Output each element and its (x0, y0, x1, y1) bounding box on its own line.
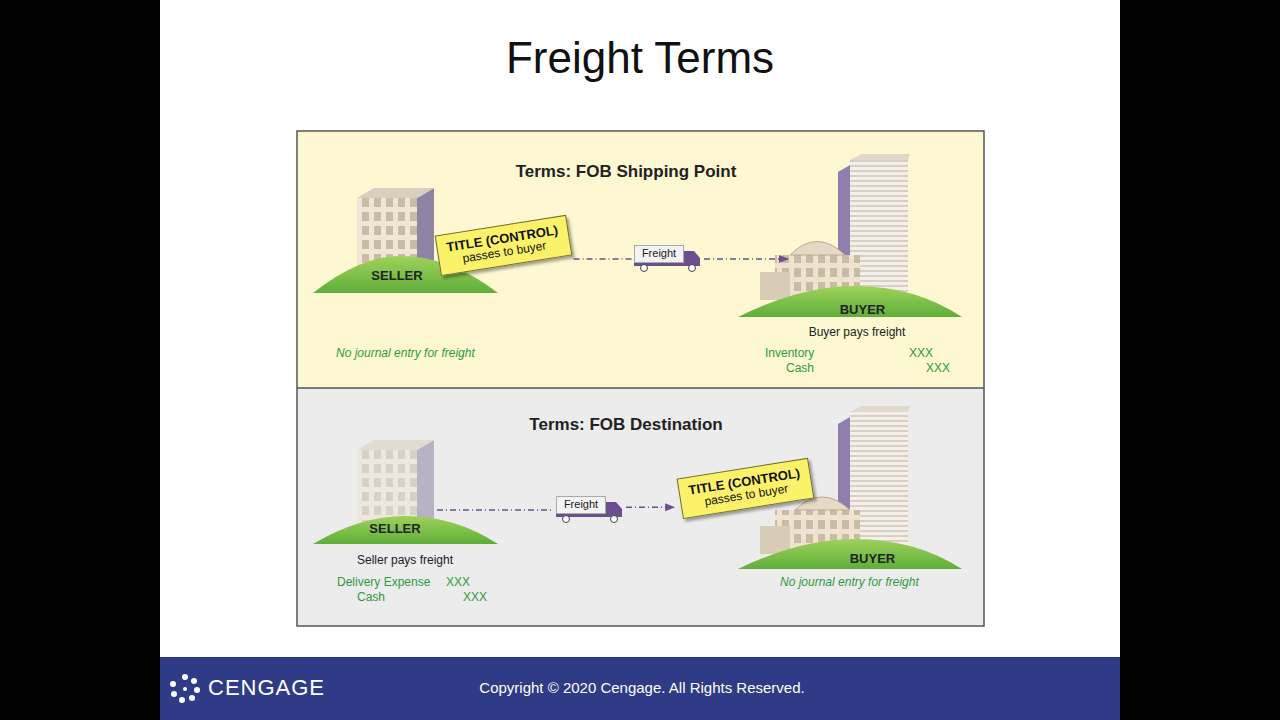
debit-amount: XXX (446, 575, 470, 589)
debit-account: Inventory (765, 346, 814, 360)
journal-note: No journal entry for freight (336, 346, 475, 360)
credit-account: Cash (357, 590, 385, 604)
credit-amount: XXX (926, 361, 950, 375)
freight-payer-note: Seller pays freight (357, 553, 453, 567)
site-name: BUYER (850, 551, 896, 570)
title-card: TITLE (CONTROL)passes to buyer (434, 214, 571, 275)
freight-truck: Freight (634, 245, 702, 273)
credit-account: Cash (786, 361, 814, 375)
credit-amount: XXX (463, 590, 487, 604)
copyright-note: Copyright © 2020 Cengage. All Rights Res… (479, 679, 804, 696)
site-name: SELLER (369, 521, 420, 540)
company-site: SELLER (355, 438, 435, 540)
title-card: TITLE (CONTROL)passes to buyer (676, 457, 813, 518)
truck-label: Freight (635, 246, 683, 260)
journal-note: No journal entry for freight (780, 575, 919, 589)
freight-route (626, 507, 674, 509)
freight-route (437, 509, 554, 511)
panel-heading: Terms: FOB Shipping Point (516, 162, 737, 182)
freight-payer-note: Buyer pays freight (809, 325, 906, 339)
company-site: BUYER (810, 410, 935, 570)
freight-route (704, 258, 788, 260)
brand-name: CENGAGE (208, 675, 325, 701)
panel-heading: Terms: FOB Destination (529, 415, 722, 435)
freight-truck: Freight (556, 496, 624, 524)
company-site: SELLER (357, 187, 437, 287)
terms-panel: Terms: FOB DestinationSELLER Freight TITLE… (297, 388, 984, 626)
truck-label: Freight (557, 497, 605, 511)
freight-route (574, 258, 632, 260)
debit-account: Delivery Expense (337, 575, 430, 589)
company-site: BUYER (790, 155, 935, 321)
slide-title: Freight Terms (506, 33, 774, 83)
debit-amount: XXX (909, 346, 933, 360)
site-name: BUYER (840, 302, 886, 321)
site-name: SELLER (371, 268, 422, 287)
